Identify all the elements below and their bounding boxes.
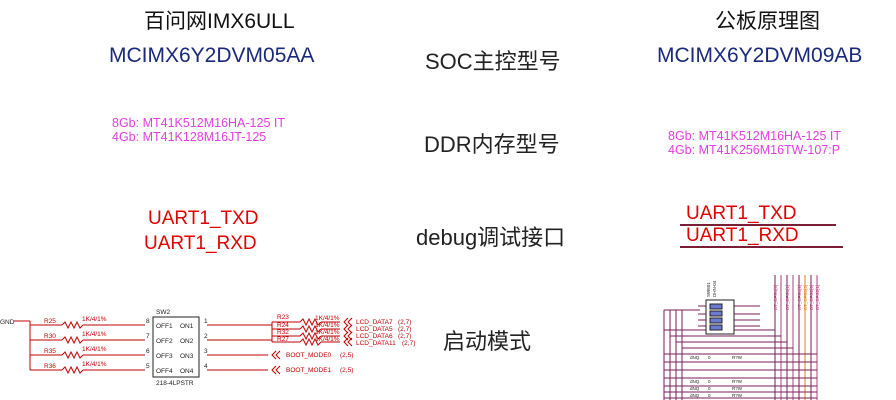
left-ddr-line2: 4Gb: MT41K128M16JT-125 bbox=[112, 130, 267, 144]
pin-bt-cfg1-1: BT_CFG1[1] bbox=[785, 285, 790, 310]
right-soc-part: MCIMX6Y2DVM09AB bbox=[657, 44, 863, 67]
row3-val: 0 bbox=[708, 386, 711, 391]
left-uart-rx: UART1_RXD bbox=[144, 233, 257, 254]
r27-ref: R27 bbox=[277, 336, 289, 343]
right-boot-schematic: SW601 DHN-04 BT_CFG1[0] BT_CFG1[1] BT_CF… bbox=[663, 275, 820, 400]
row1-dnp: dNQ bbox=[690, 355, 700, 360]
lcd-data11: LCD_DATA11 bbox=[356, 340, 396, 347]
right-ddr-line1: 8Gb: MT41K512M16HA-125 IT bbox=[668, 129, 841, 143]
row2-val: 0 bbox=[708, 379, 711, 384]
right-title: 公板原理图 bbox=[715, 10, 820, 33]
row3-r: R?W bbox=[732, 386, 743, 391]
off4: OFF4 bbox=[156, 368, 173, 375]
off1: OFF1 bbox=[156, 323, 173, 330]
boot-mode0-page: (2,5) bbox=[340, 352, 353, 359]
left-uart-tx: UART1_TXD bbox=[148, 208, 259, 229]
lcd-data6: LCD_DATA6 bbox=[356, 333, 393, 340]
on2: ON2 bbox=[180, 338, 194, 345]
r25-value: 1K/4/1% bbox=[82, 316, 107, 323]
row1-r: R?W bbox=[732, 355, 743, 360]
r30-ref: R30 bbox=[44, 333, 56, 340]
on4: ON4 bbox=[180, 368, 194, 375]
sw-pin8: 8 bbox=[146, 318, 150, 325]
lcd-data6-page: (2,7) bbox=[398, 333, 411, 340]
lcd-data11-page: (2,7) bbox=[402, 340, 415, 347]
r32-ref: R32 bbox=[277, 329, 289, 336]
lcd-data7: LCD_DATA7 bbox=[356, 319, 393, 326]
left-title: 百问网IMX6ULL bbox=[144, 10, 295, 33]
sw601-ref: SW601 bbox=[706, 282, 711, 297]
r25-ref: R25 bbox=[44, 318, 56, 325]
right-ddr-line2: 4Gb: MT41K256M16TW-107:P bbox=[668, 143, 841, 157]
right-uart-tx: UART1_TXD bbox=[686, 203, 797, 224]
row4-dnp: dNQ bbox=[690, 393, 700, 398]
r36-ref: R36 bbox=[44, 363, 56, 370]
pin-bt-cfg1-2: BT_CFG1[2] bbox=[797, 285, 802, 310]
r32-value: 1K/4/1% bbox=[315, 329, 340, 336]
row4-r: R?W bbox=[732, 393, 743, 398]
left-ddr-line1: 8Gb: MT41K512M16HA-125 IT bbox=[112, 116, 285, 130]
lcd-data5: LCD_DATA5 bbox=[356, 326, 393, 333]
lcd-data7-page: (2,7) bbox=[398, 319, 411, 326]
row3-dnp: dNQ bbox=[690, 386, 700, 391]
r23-ref: R23 bbox=[277, 314, 289, 321]
right-uart-rx: UART1_RXD bbox=[686, 225, 799, 246]
off3: OFF3 bbox=[156, 353, 173, 360]
r30-value: 1K/4/1% bbox=[82, 331, 107, 338]
sw-pin7: 7 bbox=[146, 333, 150, 340]
r36-value: 1K/4/1% bbox=[82, 361, 107, 368]
boot-mode1: BOOT_MODE1 bbox=[286, 367, 332, 374]
r35-ref: R35 bbox=[44, 348, 56, 355]
sw-pin4: 4 bbox=[204, 363, 208, 370]
sw2-ref: SW2 bbox=[156, 309, 170, 316]
row2-dnp: dNQ bbox=[690, 379, 700, 384]
pin-bt-cfg1-0: BT_CFG1[0] bbox=[773, 285, 778, 310]
row4-val: 0 bbox=[708, 393, 711, 398]
soc-label: SOC主控型号 bbox=[425, 49, 561, 74]
r24-ref: R24 bbox=[277, 322, 289, 329]
boot-mode0: BOOT_MODE0 bbox=[286, 352, 332, 359]
r27-value: 1K/4/1% bbox=[315, 336, 340, 343]
lcd-data5-page: (2,7) bbox=[398, 326, 411, 333]
left-boot-schematic: GND R25 R30 R35 R36 1K/4/1% 1K/4/1% 1K/4… bbox=[0, 309, 415, 387]
gnd-label: GND bbox=[0, 319, 15, 326]
debug-label: debug调试接口 bbox=[416, 225, 566, 250]
sw601-part: DHN-04 bbox=[712, 280, 717, 297]
r35-value: 1K/4/1% bbox=[82, 346, 107, 353]
row2-r: R?W bbox=[732, 379, 743, 384]
row1-val: 0 bbox=[708, 355, 711, 360]
boot-label: 启动模式 bbox=[443, 329, 532, 354]
ddr-label: DDR内存型号 bbox=[424, 132, 560, 157]
off2: OFF2 bbox=[156, 338, 173, 345]
left-soc-part: MCIMX6Y2DVM05AA bbox=[109, 44, 315, 67]
r23-value: 1K/4/1% bbox=[315, 315, 340, 322]
on1: ON1 bbox=[180, 323, 194, 330]
right-uart-rx-line bbox=[680, 246, 843, 248]
sw-pin3: 3 bbox=[204, 348, 208, 355]
sw2-part: 218-4LPSTR bbox=[156, 380, 194, 387]
right-uart-tx-line bbox=[680, 224, 836, 226]
pin-bt-cfg1-3: BT_CFG1[3] bbox=[803, 285, 808, 310]
on3: ON3 bbox=[180, 353, 194, 360]
pin-bt-cfg2-1: BT_CFG2[1] bbox=[815, 285, 820, 310]
pin-bt-cfg2-0: BT_CFG2[0] bbox=[809, 285, 814, 310]
sw-pin2: 2 bbox=[204, 333, 208, 340]
sw-pin6: 6 bbox=[146, 348, 150, 355]
r24-value: 1K/4/1% bbox=[315, 322, 340, 329]
sw-pin5: 5 bbox=[146, 363, 150, 370]
sw-pin1: 1 bbox=[204, 318, 208, 325]
boot-mode1-page: (2,5) bbox=[340, 367, 353, 374]
